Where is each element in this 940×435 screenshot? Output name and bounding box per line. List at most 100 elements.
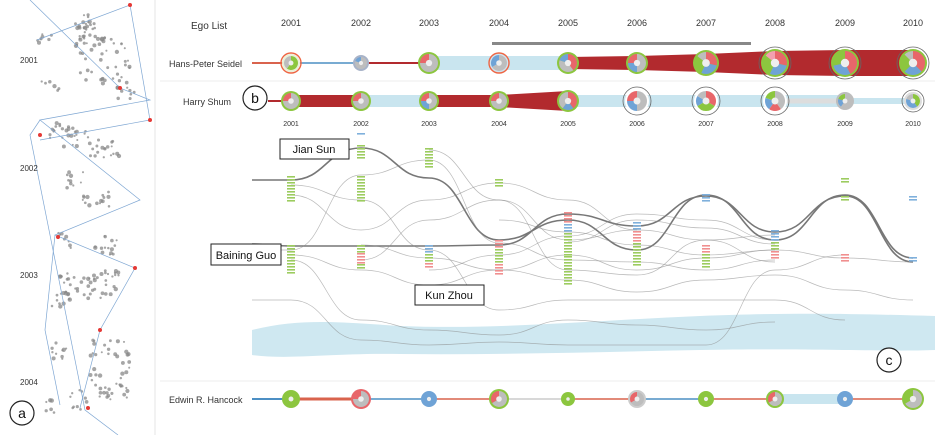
paper-mark [425, 266, 433, 268]
node-dot [110, 145, 113, 148]
year-node[interactable] [351, 91, 371, 111]
year-node[interactable] [698, 391, 714, 407]
flow-line[interactable] [290, 182, 638, 231]
year-node[interactable] [489, 53, 509, 73]
node-dot [120, 89, 124, 93]
node-dot [104, 283, 108, 287]
year-node[interactable] [626, 52, 648, 74]
ego-marker [118, 86, 122, 90]
node-outline [280, 52, 302, 74]
ego-marker [148, 118, 152, 122]
year-node[interactable] [760, 86, 790, 116]
paper-mark [564, 248, 572, 250]
pie-slice [559, 60, 574, 72]
node-dot [120, 371, 125, 376]
year-node[interactable] [489, 91, 509, 111]
header-year[interactable]: 2003 [419, 18, 439, 28]
paper-mark [564, 239, 572, 241]
header-year[interactable]: 2005 [558, 18, 578, 28]
year-node[interactable] [418, 52, 440, 74]
highlight-ring [758, 46, 792, 80]
flow-line[interactable] [251, 159, 776, 271]
node-dot [98, 58, 103, 62]
year-node[interactable] [561, 392, 575, 406]
header-year[interactable]: 2007 [696, 18, 716, 28]
node-dot [109, 247, 114, 252]
paper-mark [357, 182, 365, 184]
node-dot [100, 145, 105, 150]
flow-line[interactable] [290, 249, 776, 286]
flow-line[interactable] [290, 184, 846, 321]
paper-mark [495, 249, 503, 251]
flow-line[interactable] [498, 219, 914, 263]
year-node[interactable] [557, 52, 579, 74]
node-dot [67, 297, 72, 302]
node-dot [105, 145, 110, 149]
paper-mark [702, 197, 710, 199]
paper-mark [287, 263, 295, 265]
flow-line[interactable] [428, 149, 776, 276]
paper-mark [287, 245, 295, 247]
year-node[interactable] [766, 390, 784, 408]
flow-line[interactable] [290, 259, 776, 336]
year-node[interactable] [693, 50, 719, 76]
year-node[interactable] [282, 390, 300, 408]
node-dot [128, 96, 132, 101]
flow-line[interactable] [252, 147, 914, 259]
node-dot [69, 181, 73, 186]
ego-marker [56, 235, 60, 239]
flow-line[interactable] [251, 254, 846, 346]
year-node[interactable] [902, 388, 924, 410]
header-year[interactable]: 2001 [281, 18, 301, 28]
year-node[interactable] [353, 55, 369, 71]
header-year[interactable]: 2009 [835, 18, 855, 28]
year-node[interactable] [489, 389, 509, 409]
year-node[interactable] [421, 391, 437, 407]
paper-mark [564, 212, 572, 214]
pie-center [633, 59, 641, 67]
year-node[interactable] [282, 54, 300, 72]
ego-row-edwin-r-hancock[interactable]: Edwin R. Hancock [169, 388, 924, 410]
flow-line[interactable] [428, 213, 776, 271]
year-node[interactable] [896, 46, 930, 80]
ego-row-hans-peter-seidel[interactable]: Hans-Peter Seidel [169, 46, 930, 80]
paper-mark [357, 176, 365, 178]
year-node[interactable] [557, 90, 579, 112]
flow-line[interactable] [360, 244, 914, 301]
header-year[interactable]: 2004 [489, 18, 509, 28]
year-node[interactable] [281, 91, 301, 111]
paper-mark [425, 254, 433, 256]
header-year[interactable]: 2006 [627, 18, 647, 28]
paper-mark [633, 249, 641, 251]
year-node[interactable] [837, 391, 853, 407]
year-node[interactable] [628, 390, 646, 408]
node-dot [79, 280, 84, 284]
pie-slice [353, 391, 361, 399]
node-dot [81, 171, 85, 174]
node-dot [54, 341, 58, 345]
year-node[interactable] [419, 91, 439, 111]
header-year[interactable]: 2010 [903, 18, 923, 28]
node-dot [71, 126, 75, 130]
node-dot [65, 173, 69, 177]
node-dot [88, 292, 92, 296]
node-dot [108, 339, 112, 343]
year-node[interactable] [691, 86, 721, 116]
header-year[interactable]: 2008 [765, 18, 785, 28]
highlight-ring [622, 86, 652, 116]
pie-slice [628, 54, 637, 63]
year-node[interactable] [901, 89, 925, 113]
year-node[interactable] [828, 46, 862, 80]
year-node[interactable] [622, 86, 652, 116]
time-range-selector[interactable] [492, 42, 751, 45]
header-year[interactable]: 2002 [351, 18, 371, 28]
paper-mark [564, 224, 572, 226]
year-node[interactable] [836, 92, 854, 110]
paper-mark [841, 254, 849, 256]
flow-line[interactable] [567, 219, 776, 245]
paper-mark [357, 154, 365, 156]
year-node[interactable] [351, 389, 371, 409]
node-dot [93, 245, 98, 250]
year-node[interactable] [758, 46, 792, 80]
